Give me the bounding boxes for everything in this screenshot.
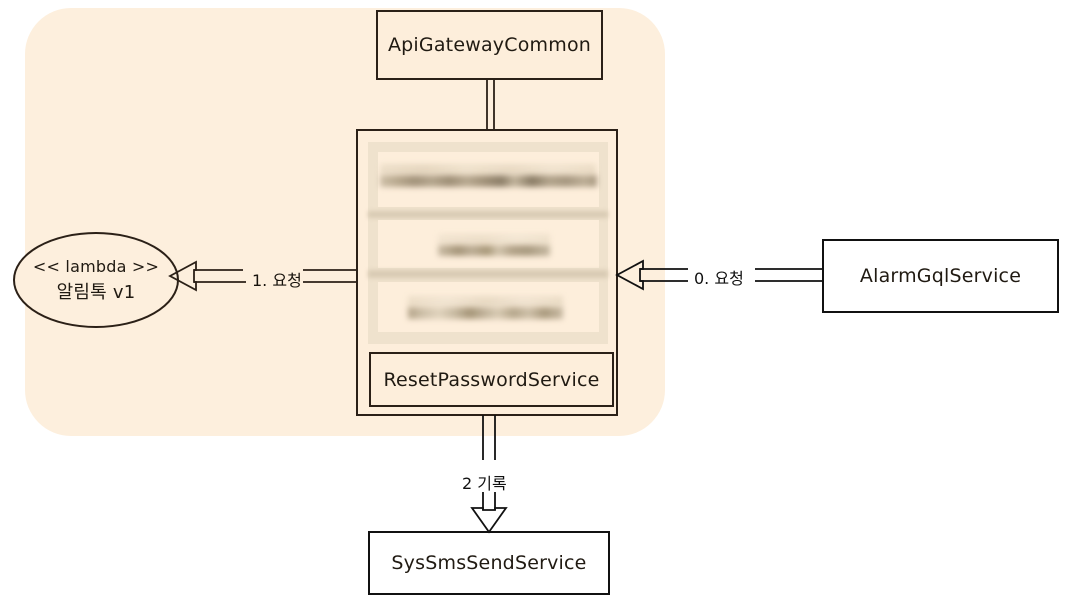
redacted-separator-1: [368, 211, 608, 218]
edge-gql-to-container: [615, 259, 823, 291]
api-gateway-common-box[interactable]: [376, 10, 603, 80]
arrowhead-left-lambda: [168, 260, 197, 292]
sys-sms-send-service-box[interactable]: [368, 531, 610, 595]
redacted-separator-2: [368, 270, 608, 278]
redacted-row-1-text: [380, 175, 597, 187]
edge-container-to-sms: [470, 415, 508, 534]
edge-label-gql-to-container: 0. 요청: [694, 269, 744, 288]
edge-label-container-to-sms: 2 기록: [462, 474, 507, 493]
redacted-row-3-text: [408, 307, 563, 319]
arrowhead-down-sms: [470, 507, 508, 534]
redacted-row-2-ghost: [438, 234, 550, 245]
redacted-row-1-ghost: [380, 164, 596, 175]
redacted-row-2-text: [438, 245, 550, 256]
alarm-gql-service-box[interactable]: [822, 239, 1059, 313]
alarmtalk-lambda-ellipse[interactable]: [13, 232, 179, 328]
edge-container-to-lambda: [168, 260, 357, 292]
edge-label-container-to-lambda: 1. 요청: [252, 271, 302, 290]
edge-gateway-to-container: [486, 79, 495, 130]
reset-password-service-box[interactable]: [369, 352, 614, 407]
redacted-content-block: [368, 142, 608, 344]
redacted-row-3-ghost: [408, 296, 563, 307]
arrowhead-left-container: [615, 259, 644, 291]
